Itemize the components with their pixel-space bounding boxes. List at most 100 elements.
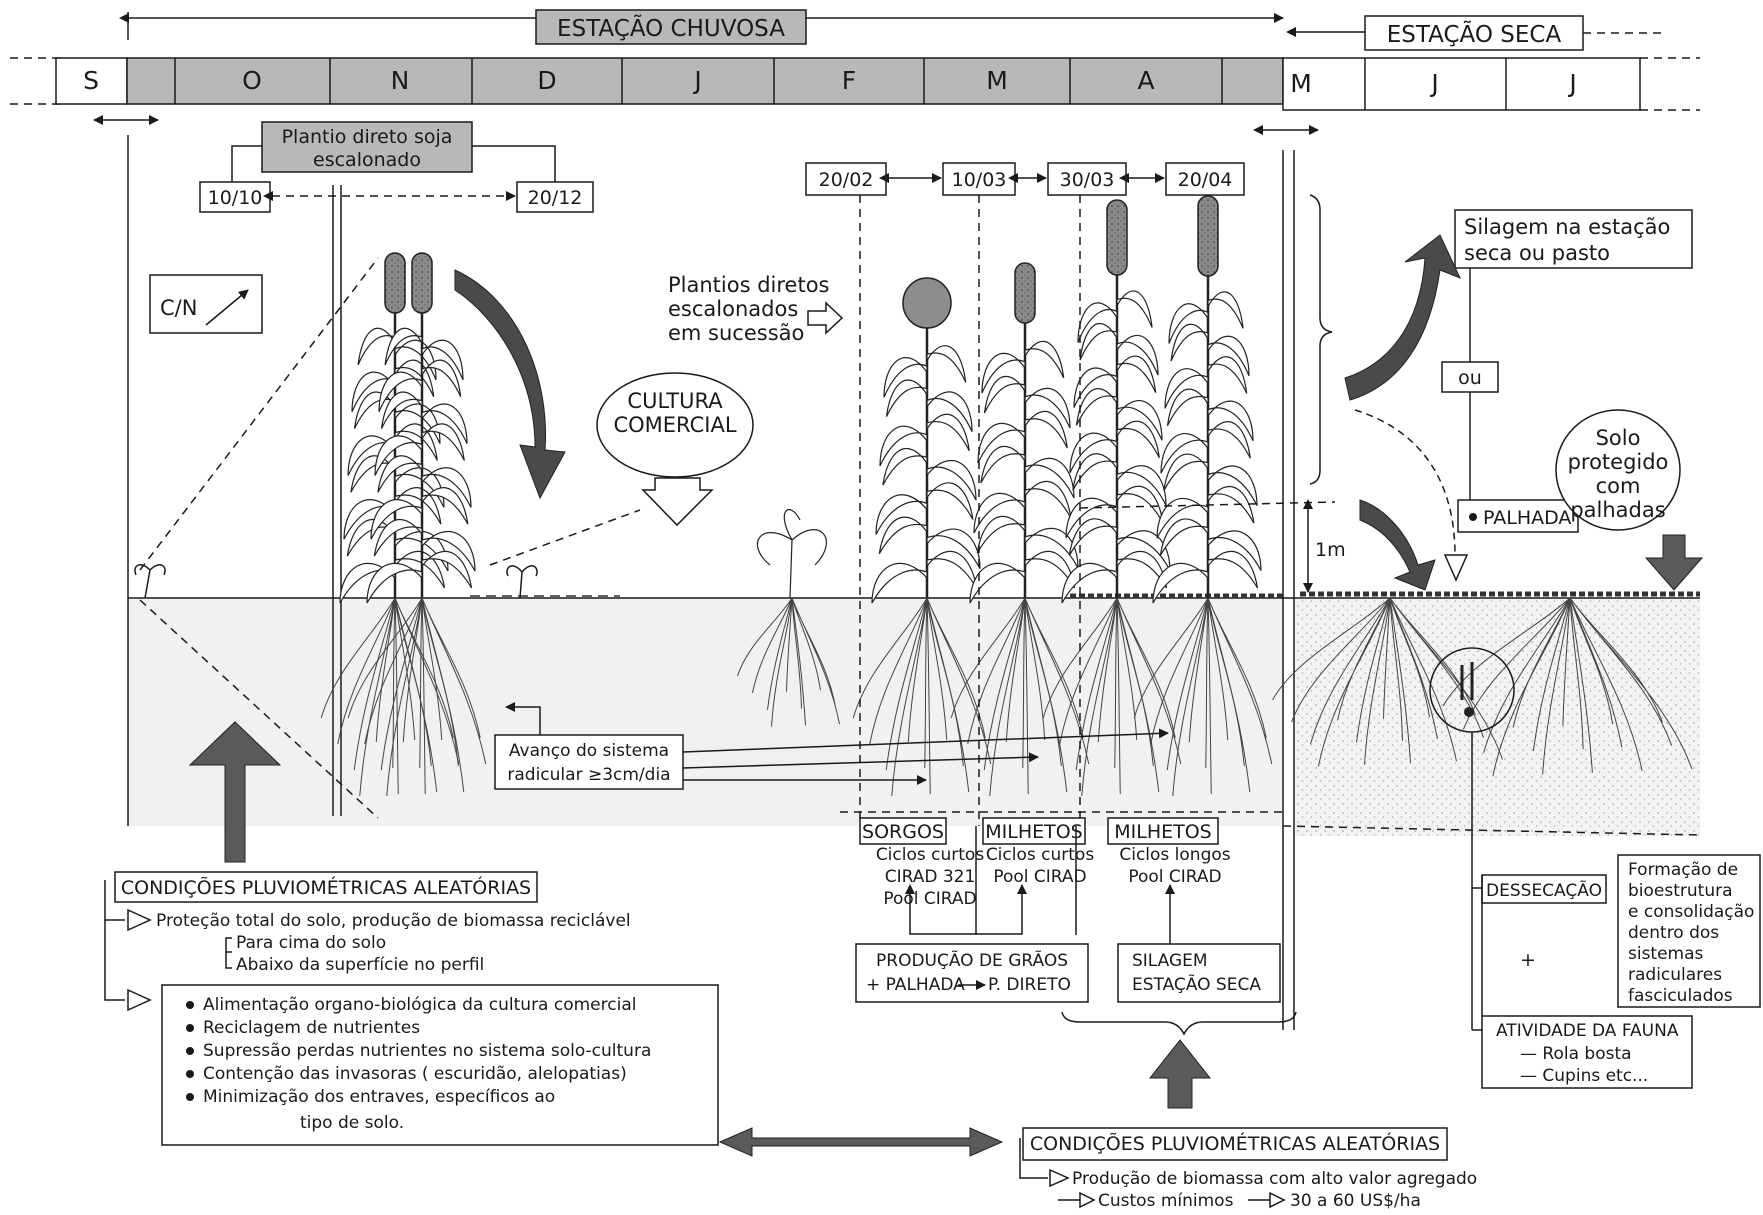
millet-head bbox=[1015, 263, 1035, 323]
milhetos-curtos-line2: Pool CIRAD bbox=[993, 867, 1086, 887]
soy-date-end-text: 20/12 bbox=[528, 187, 583, 209]
plant-leaf bbox=[1078, 303, 1117, 343]
plant-leaf bbox=[1117, 421, 1159, 458]
millet-head bbox=[412, 253, 432, 313]
plant-leaf bbox=[883, 449, 927, 486]
plant-leaf bbox=[1208, 401, 1253, 441]
milhetos-curtos-line1: Ciclos curtos bbox=[986, 845, 1095, 865]
solo-line1: Solo bbox=[1596, 426, 1641, 450]
month-label: A bbox=[1137, 66, 1154, 95]
plant-leaf bbox=[1074, 368, 1117, 408]
formacao-line: fasciculados bbox=[1628, 986, 1733, 1006]
formacao-line: bioestrutura bbox=[1628, 881, 1733, 901]
cn-label: C/N bbox=[160, 296, 197, 320]
month-label: S bbox=[83, 66, 99, 95]
millet-head bbox=[1107, 200, 1127, 275]
silagem-seca-line2: ESTAÇÃO SECA bbox=[1132, 973, 1261, 995]
plant-leaf bbox=[927, 346, 966, 383]
bullet-dot bbox=[186, 1070, 194, 1078]
plant-leaf bbox=[1160, 519, 1208, 556]
bottom-conditions-line2b: 30 a 60 US$/ha bbox=[1290, 1191, 1421, 1211]
plant-leaf bbox=[1069, 519, 1117, 556]
millet-head bbox=[385, 253, 405, 313]
plant-leaf bbox=[981, 446, 1025, 483]
connect-double-arrow bbox=[720, 1128, 1002, 1156]
milhetos-longos-title: MILHETOS bbox=[1114, 821, 1212, 843]
soy-planting: Plantio direto soja escalonado 10/10 20/… bbox=[200, 122, 593, 212]
solo-line4: palhadas bbox=[1570, 498, 1665, 522]
plant-leaf bbox=[1165, 369, 1208, 409]
formacao-line: e consolidação bbox=[1628, 902, 1754, 922]
silagem-estacao-line2: seca ou pasto bbox=[1464, 241, 1610, 265]
plant-leaf bbox=[1117, 335, 1158, 375]
bottom-conditions-line2a: Custos mínimos bbox=[1098, 1191, 1234, 1211]
month-label: M bbox=[1290, 69, 1312, 98]
plant-leaf bbox=[1157, 498, 1208, 538]
plant-leaf bbox=[1171, 324, 1208, 361]
sorgos-line2: CIRAD 321 bbox=[885, 867, 976, 887]
milhetos-longos-line1: Ciclos longos bbox=[1119, 845, 1230, 865]
plant-leaf bbox=[1025, 341, 1064, 378]
date-text: 20/02 bbox=[819, 169, 874, 191]
bullet-item: Alimentação organo-biológica da cultura … bbox=[203, 995, 636, 1015]
plant-leaf bbox=[1208, 422, 1250, 459]
formacao-line: radiculares bbox=[1628, 965, 1722, 985]
months-bar: S O N D J F M A M J J bbox=[10, 58, 1700, 110]
dessecacao-curved-arrow bbox=[1360, 500, 1435, 590]
seedling bbox=[135, 565, 165, 598]
formacao-line: sistemas bbox=[1628, 944, 1704, 964]
producao-graos-line1: PRODUÇÃO DE GRÃOS bbox=[876, 949, 1068, 971]
succession-line3: em sucessão bbox=[668, 321, 804, 345]
bullet-item: Reciclagem de nutrientes bbox=[203, 1018, 420, 1038]
date-text: 30/03 bbox=[1060, 169, 1115, 191]
plant-leaf bbox=[1117, 486, 1163, 523]
producao-graos-line3: P. DIRETO bbox=[988, 975, 1071, 995]
bullet-item: Contenção das invasoras ( escuridão, ale… bbox=[203, 1064, 627, 1084]
rainy-season-label: ESTAÇÃO CHUVOSA bbox=[557, 14, 785, 42]
plant-leaf bbox=[1168, 389, 1209, 426]
plant-leaf bbox=[1117, 401, 1162, 441]
root-advance-line1: Avanço do sistema bbox=[509, 741, 669, 761]
plant-leaf bbox=[1208, 336, 1249, 376]
soy-plant bbox=[757, 510, 826, 598]
abaixo-text: Abaixo da superfície no perfil bbox=[236, 955, 484, 975]
plant-leaf bbox=[1117, 356, 1156, 393]
plant-leaf bbox=[1161, 434, 1208, 474]
protecao-text: Proteção total do solo, produção de biom… bbox=[156, 911, 631, 931]
bullet-continuation: tipo de solo. bbox=[300, 1113, 404, 1133]
plant-leaf bbox=[1025, 411, 1067, 448]
formacao-line: dentro dos bbox=[1628, 923, 1719, 943]
plant-leaf bbox=[927, 551, 977, 588]
plant-leaf bbox=[1169, 304, 1208, 344]
cultura-comercial-line2: COMERCIAL bbox=[613, 413, 736, 437]
plant-leaf bbox=[1208, 357, 1247, 394]
plant-leaf bbox=[872, 563, 927, 603]
bottom-conditions-line1: Produção de biomassa com alto valor agre… bbox=[1072, 1169, 1477, 1189]
left-conditions-title: CONDIÇÕES PLUVIOMÉTRICAS ALEATÓRIAS bbox=[121, 875, 531, 899]
season-header: ESTAÇÃO CHUVOSA ESTAÇÃO SECA bbox=[128, 10, 1665, 50]
plus-sign: + bbox=[1520, 949, 1536, 971]
para-cima-text: Para cima do solo bbox=[236, 933, 386, 953]
month-label: J bbox=[1429, 69, 1438, 98]
solo-down-arrow bbox=[1646, 535, 1702, 590]
cn-ratio: C/N bbox=[150, 275, 262, 333]
month-label: J bbox=[692, 66, 701, 95]
seedling bbox=[507, 566, 537, 598]
plant-leaf bbox=[1164, 454, 1208, 491]
crop-labels: SORGOS Ciclos curtos CIRAD 321 Pool CIRA… bbox=[856, 818, 1296, 1034]
producao-graos-line2: + PALHADA bbox=[866, 975, 965, 995]
plant-leaf bbox=[1208, 551, 1258, 588]
harvest-curved-arrow bbox=[455, 270, 565, 498]
plant-leaf bbox=[970, 563, 1025, 603]
palhada-dashed-arrow bbox=[1355, 410, 1455, 555]
dry-months-band bbox=[1283, 58, 1640, 110]
silagem-seca-line1: SILAGEM bbox=[1132, 951, 1208, 971]
sorgos-line3: Pool CIRAD bbox=[883, 889, 976, 909]
dessecacao-label: DESSECAÇÃO bbox=[1486, 879, 1602, 901]
bottom-conditions: CONDIÇÕES PLUVIOMÉTRICAS ALEATÓRIAS Prod… bbox=[1020, 1040, 1477, 1211]
height-brace bbox=[1310, 195, 1332, 484]
plant-leaf bbox=[1025, 481, 1071, 518]
plant-leaf bbox=[985, 376, 1026, 413]
plant-leaf bbox=[1066, 498, 1117, 538]
